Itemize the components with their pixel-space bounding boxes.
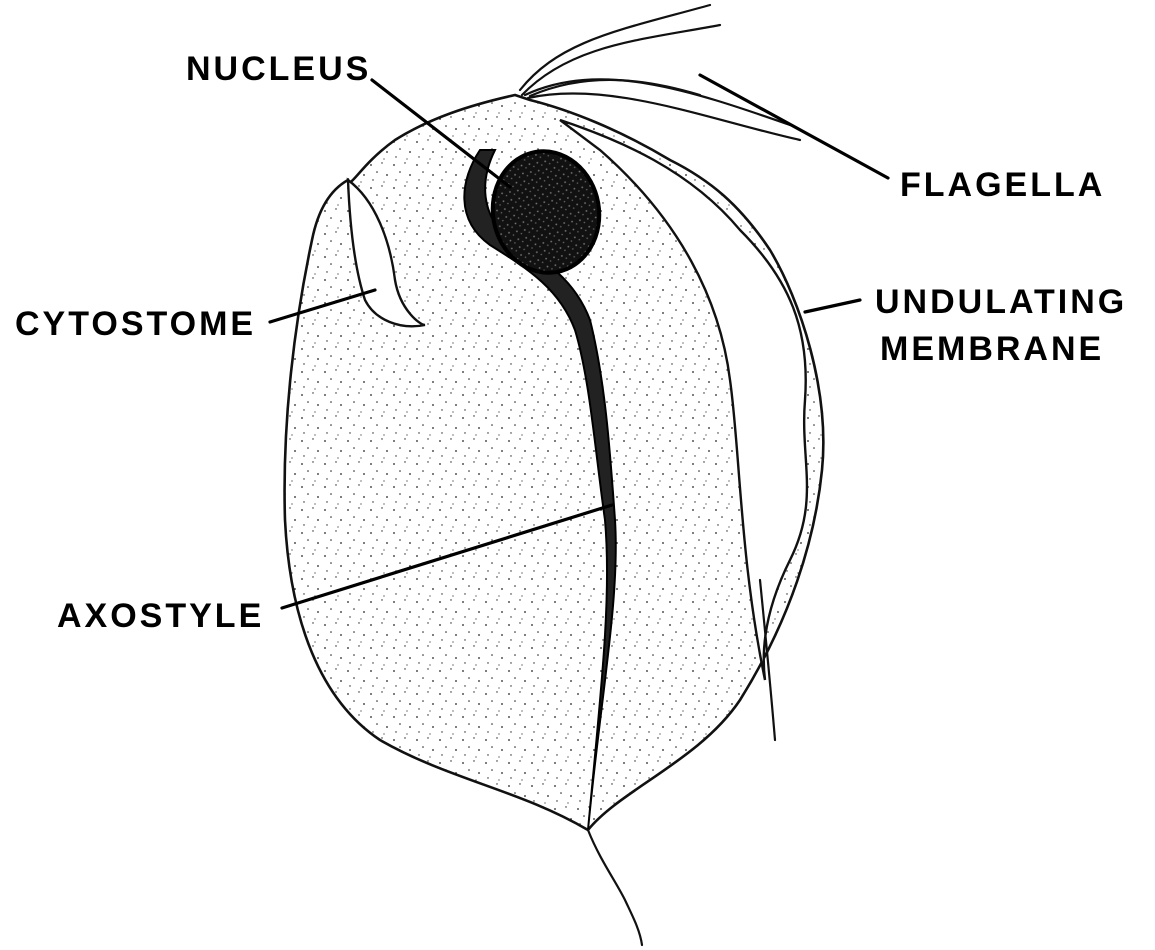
label-undulating-membrane-line2: MEMBRANE — [880, 330, 1104, 368]
label-axostyle: AXOSTYLE — [57, 597, 264, 635]
label-cytostome: CYTOSTOME — [15, 305, 256, 343]
label-flagella: FLAGELLA — [900, 166, 1105, 204]
leader-flagella — [700, 75, 888, 178]
leader-undulating-membrane — [805, 300, 860, 312]
axostyle-tail — [588, 830, 642, 945]
flagellum-1 — [520, 5, 710, 90]
label-undulating-membrane-group: UNDULATING MEMBRANE — [805, 283, 1127, 368]
label-nucleus: NUCLEUS — [186, 50, 371, 88]
label-flagella-group: FLAGELLA — [700, 75, 1105, 204]
label-undulating-membrane-line1: UNDULATING — [875, 283, 1127, 321]
